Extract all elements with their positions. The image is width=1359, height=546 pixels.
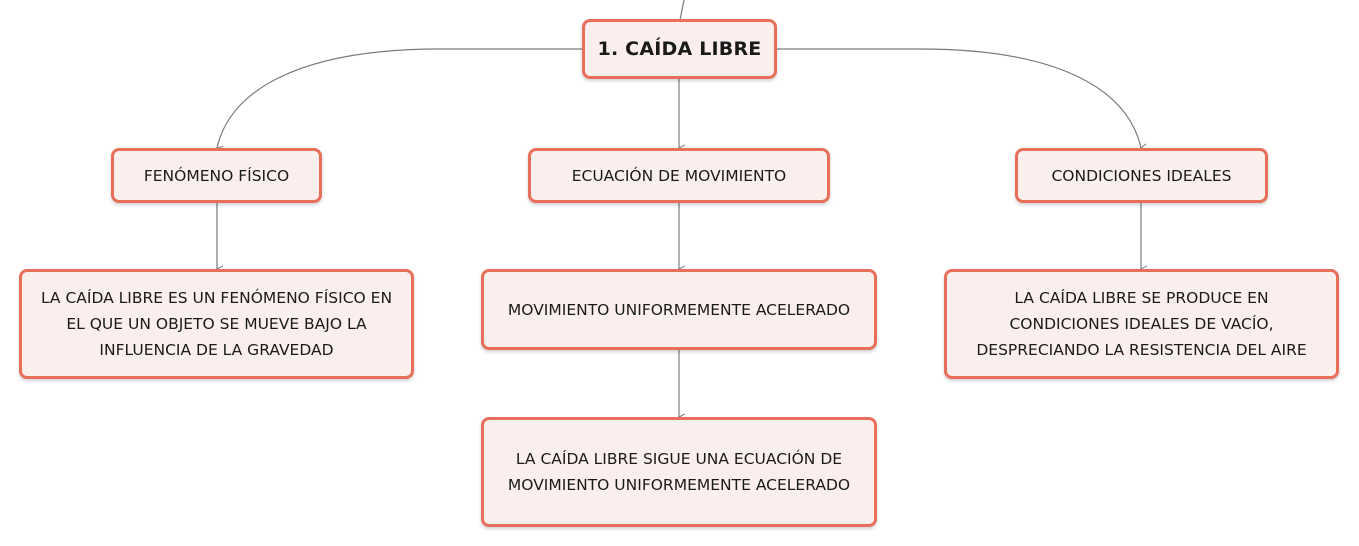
connector-root-branch-3 — [777, 48, 1141, 148]
root-node[interactable]: 1. CAÍDA LIBRE — [582, 19, 777, 79]
leaf-node-fenomeno-fisico[interactable]: LA CAÍDA LIBRE ES UN FENÓMENO FÍSICO EN … — [19, 269, 414, 379]
branch-node-fenomeno-fisico[interactable]: FENÓMENO FÍSICO — [111, 148, 322, 203]
branch-label: CONDICIONES IDEALES — [1051, 166, 1232, 185]
branch-label: ECUACIÓN DE MOVIMIENTO — [571, 166, 787, 185]
leaf-line: MOVIMIENTO UNIFORMEMENTE ACELERADO — [507, 476, 851, 494]
leaf-line: LA CAÍDA LIBRE SIGUE UNA ECUACIÓN DE — [515, 450, 843, 468]
leaf-text: MOVIMIENTO UNIFORMEMENTE ACELERADO — [508, 297, 850, 323]
leaf-line: INFLUENCIA DE LA GRAVEDAD — [99, 341, 334, 359]
branch-label: FENÓMENO FÍSICO — [143, 166, 290, 185]
leaf-line: EL QUE UN OBJETO SE MUEVE BAJO LA — [66, 315, 367, 333]
leaf-line: CONDICIONES IDEALES DE VACÍO, — [1009, 315, 1274, 333]
leaf-node-condiciones-ideales[interactable]: LA CAÍDA LIBRE SE PRODUCE EN CONDICIONES… — [944, 269, 1339, 379]
leaf-text: LA CAÍDA LIBRE ES UN FENÓMENO FÍSICO EN … — [41, 285, 392, 363]
leaf-line: LA CAÍDA LIBRE ES UN FENÓMENO FÍSICO EN — [40, 289, 393, 307]
root-label: 1. CAÍDA LIBRE — [597, 38, 762, 60]
leaf-line: DESPRECIANDO LA RESISTENCIA DEL AIRE — [976, 341, 1307, 359]
leaf-node-ecuacion-movimiento-detalle[interactable]: LA CAÍDA LIBRE SIGUE UNA ECUACIÓN DE MOV… — [481, 417, 877, 527]
leaf-line: LA CAÍDA LIBRE SE PRODUCE EN — [1014, 289, 1269, 307]
branch-node-condiciones-ideales[interactable]: CONDICIONES IDEALES — [1015, 148, 1268, 203]
connector-root-branch-1 — [217, 48, 582, 148]
leaf-line: MOVIMIENTO UNIFORMEMENTE ACELERADO — [507, 300, 851, 319]
leaf-node-movimiento-uniformemente-acelerado[interactable]: MOVIMIENTO UNIFORMEMENTE ACELERADO — [481, 269, 877, 350]
leaf-text: LA CAÍDA LIBRE SE PRODUCE EN CONDICIONES… — [976, 285, 1306, 363]
connector-incoming — [679, 0, 685, 21]
leaf-text: LA CAÍDA LIBRE SIGUE UNA ECUACIÓN DE MOV… — [508, 446, 850, 498]
branch-node-ecuacion-de-movimiento[interactable]: ECUACIÓN DE MOVIMIENTO — [528, 148, 830, 203]
